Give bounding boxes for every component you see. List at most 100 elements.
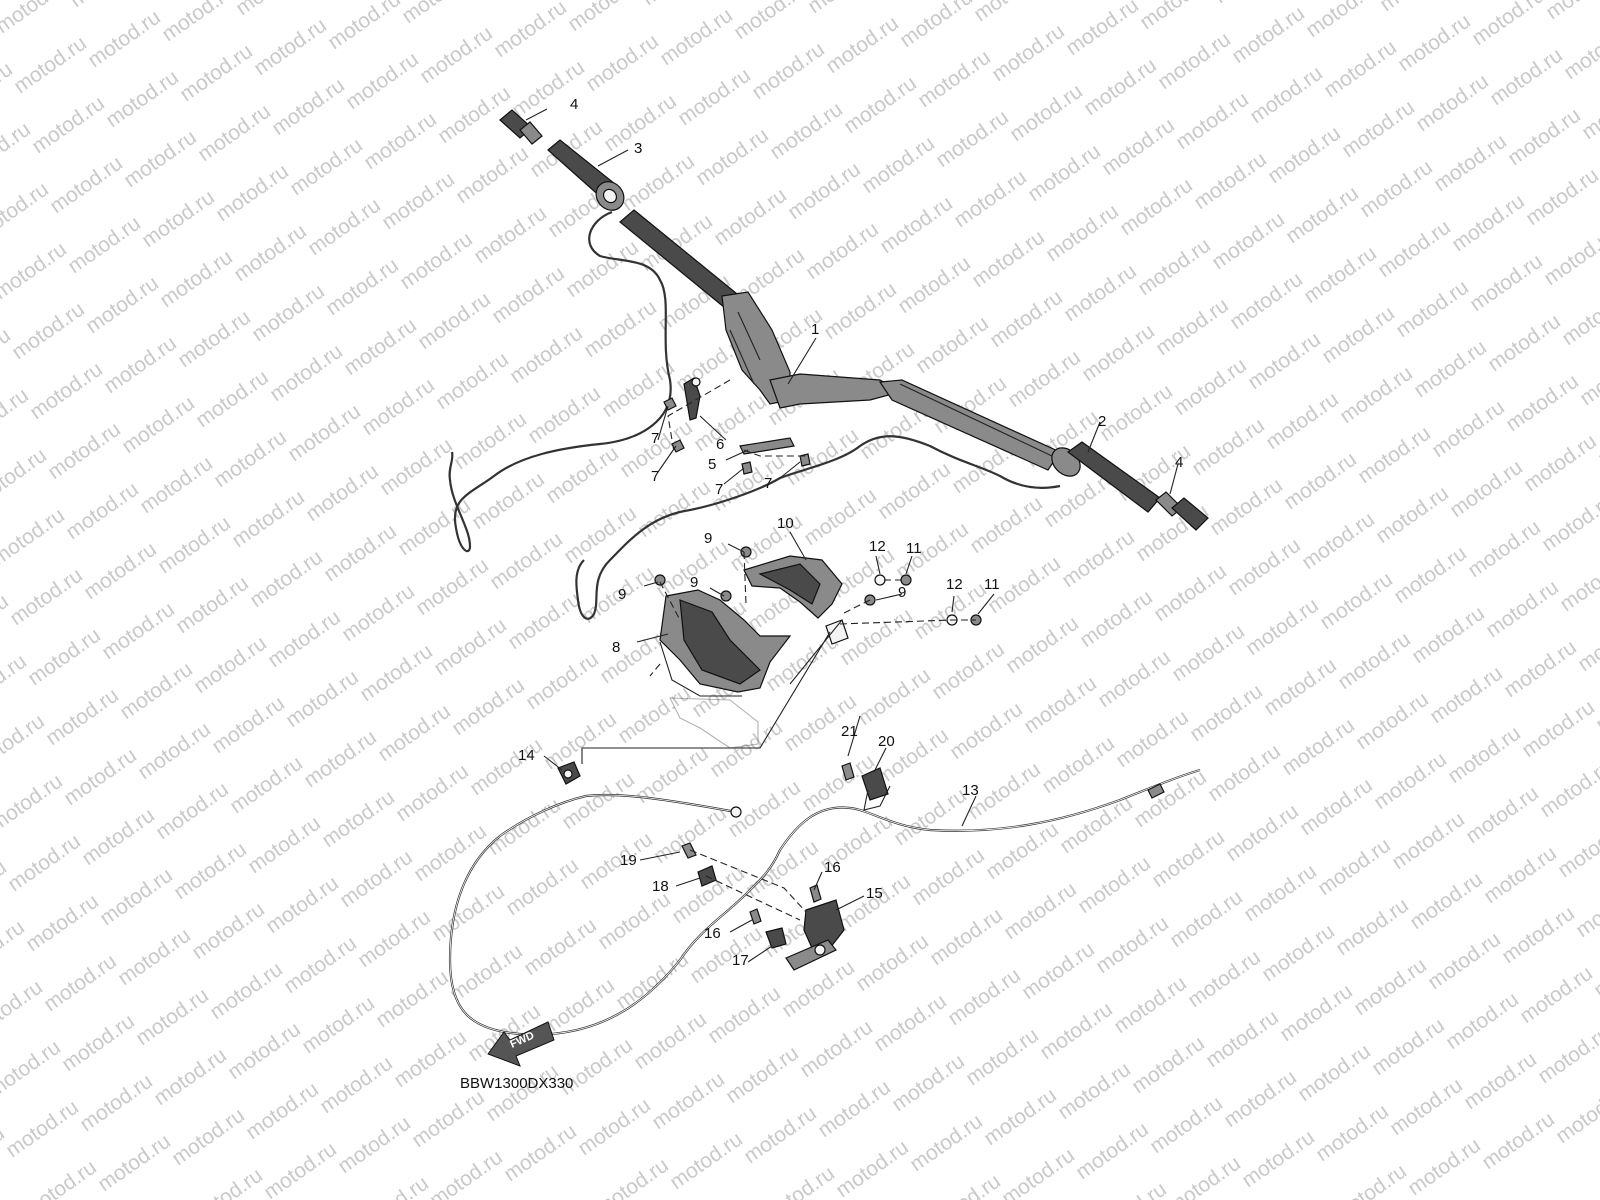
watermark-text: motod.ru bbox=[232, 0, 313, 20]
watermark-text: motod.ru bbox=[1520, 430, 1600, 496]
watermark-text: motod.ru bbox=[1540, 224, 1600, 290]
watermark-text: motod.ru bbox=[150, 1044, 231, 1110]
screws-9 bbox=[654, 546, 876, 606]
watermark-text: motod.ru bbox=[1578, 78, 1600, 144]
watermark-text: motod.ru bbox=[1504, 104, 1585, 170]
watermark-text: motod.ru bbox=[500, 1120, 581, 1186]
watermark-text: motod.ru bbox=[840, 72, 921, 138]
watermark-text: motod.ru bbox=[430, 614, 511, 680]
watermark-text: motod.ru bbox=[118, 392, 199, 458]
watermark-text: motod.ru bbox=[1446, 456, 1527, 522]
watermark-text: motod.ru bbox=[986, 286, 1067, 352]
watermark-text: motod.ru bbox=[1374, 216, 1455, 282]
callout-7-a: 7 bbox=[651, 430, 659, 447]
watermark-text: motod.ru bbox=[1038, 732, 1119, 798]
watermark-text: motod.ru bbox=[1226, 268, 1307, 334]
watermark-text: motod.ru bbox=[968, 226, 1049, 292]
watermark-text: motod.ru bbox=[1460, 1048, 1541, 1114]
leader-lines bbox=[525, 108, 1179, 963]
watermark-text: motod.ru bbox=[1036, 998, 1117, 1064]
watermark-text: motod.ru bbox=[650, 802, 731, 868]
callout-12-b: 12 bbox=[946, 576, 963, 593]
watermark-text: motod.ru bbox=[1356, 156, 1437, 222]
watermark-text: motod.ru bbox=[1442, 988, 1523, 1054]
watermark-text: motod.ru bbox=[264, 606, 345, 672]
watermark-text: motod.ru bbox=[28, 92, 109, 158]
watermark-text: motod.ru bbox=[212, 160, 293, 226]
callout-7-d: 7 bbox=[764, 475, 772, 492]
watermark-text: motod.ru bbox=[1316, 568, 1397, 634]
watermark-text: motod.ru bbox=[1278, 714, 1359, 780]
watermark-text: motod.ru bbox=[1534, 1022, 1600, 1088]
callout-9-b: 9 bbox=[618, 586, 626, 603]
watermark-text: motod.ru bbox=[1412, 70, 1493, 136]
watermark-text: motod.ru bbox=[1222, 800, 1303, 866]
watermark-text: motod.ru bbox=[1484, 310, 1565, 376]
watermark-text: motod.ru bbox=[1130, 766, 1211, 832]
watermark-text: motod.ru bbox=[356, 640, 437, 706]
watermark-text: motod.ru bbox=[1078, 320, 1159, 386]
watermark-text: motod.ru bbox=[192, 366, 273, 432]
watermark-text: motod.ru bbox=[280, 932, 361, 998]
watermark-text: motod.ru bbox=[358, 374, 439, 440]
ghost-master-cylinder bbox=[669, 697, 759, 749]
watermark-text: motod.ru bbox=[562, 236, 643, 302]
watermark-text: motod.ru bbox=[1464, 516, 1545, 582]
watermark-text: motod.ru bbox=[336, 846, 417, 912]
watermark-text: motod.ru bbox=[576, 828, 657, 894]
watermark-text: motod.ru bbox=[1462, 782, 1543, 848]
watermark-text: motod.ru bbox=[98, 598, 179, 664]
watermark-text: motod.ru bbox=[0, 1122, 9, 1188]
watermark-text: motod.ru bbox=[0, 444, 51, 510]
callout-1: 1 bbox=[811, 321, 819, 338]
watermark-text: motod.ru bbox=[1220, 1066, 1301, 1132]
watermark-text: motod.ru bbox=[784, 158, 865, 224]
watermark-text: motod.ru bbox=[138, 186, 219, 252]
watermark-text: motod.ru bbox=[1368, 1014, 1449, 1080]
watermark-text: motod.ru bbox=[194, 100, 275, 166]
watermark-text: motod.ru bbox=[484, 794, 565, 860]
watermark-text: motod.ru bbox=[230, 220, 311, 286]
watermark-text: motod.ru bbox=[888, 1050, 969, 1116]
watermark-text: motod.ru bbox=[966, 492, 1047, 558]
watermark-text: motod.ru bbox=[740, 1102, 821, 1168]
callout-3: 3 bbox=[634, 140, 642, 157]
watermark-text: motod.ru bbox=[342, 48, 423, 114]
watermark-text: motod.ru bbox=[396, 228, 477, 294]
watermark-text: motod.ru bbox=[582, 30, 663, 96]
watermark-text: motod.ru bbox=[1094, 646, 1175, 712]
watermark-text: motod.ru bbox=[1206, 474, 1287, 540]
watermark-text: motod.ru bbox=[298, 992, 379, 1058]
watermark-text: motod.ru bbox=[1522, 164, 1600, 230]
holder-plate bbox=[739, 437, 795, 455]
watermark-text: motod.ru bbox=[1478, 1108, 1559, 1174]
watermark-text: motod.ru bbox=[914, 46, 995, 112]
watermark-text: motod.ru bbox=[1154, 28, 1235, 94]
watermark-text: motod.ru bbox=[1006, 80, 1087, 146]
watermark-text: motod.ru bbox=[1394, 10, 1475, 76]
watermark-text: motod.ru bbox=[1112, 706, 1193, 772]
watermark-text: motod.ru bbox=[80, 538, 161, 604]
watermark-text: motod.ru bbox=[490, 0, 571, 62]
watermark-text: motod.ru bbox=[482, 1060, 563, 1126]
assembly-lines bbox=[581, 379, 976, 921]
watermark-text: motod.ru bbox=[1116, 174, 1197, 240]
watermark-text: motod.ru bbox=[244, 812, 325, 878]
watermark-text: motod.ru bbox=[1498, 902, 1579, 968]
watermark-text: motod.ru bbox=[1172, 88, 1253, 154]
watermark-text: motod.ru bbox=[390, 1026, 471, 1092]
watermark-text: motod.ru bbox=[1426, 662, 1507, 728]
watermark-text: motod.ru bbox=[286, 134, 367, 200]
watermark-text: motod.ru bbox=[0, 238, 71, 304]
callout-17: 18 bbox=[652, 878, 669, 895]
watermark-text: motod.ru bbox=[522, 648, 603, 714]
watermark-text: motod.ru bbox=[710, 184, 791, 250]
watermark-text: motod.ru bbox=[1590, 936, 1600, 1002]
watermark-text: motod.ru bbox=[1202, 1006, 1283, 1072]
watermark-text: motod.ru bbox=[1282, 182, 1363, 248]
watermark-text: motod.ru bbox=[1388, 808, 1469, 874]
watermark-text: motod.ru bbox=[268, 74, 349, 140]
watermark-text: motod.ru bbox=[242, 1078, 323, 1144]
watermark-text: motod.ru bbox=[1262, 388, 1343, 454]
watermark-text: motod.ru bbox=[100, 332, 181, 398]
